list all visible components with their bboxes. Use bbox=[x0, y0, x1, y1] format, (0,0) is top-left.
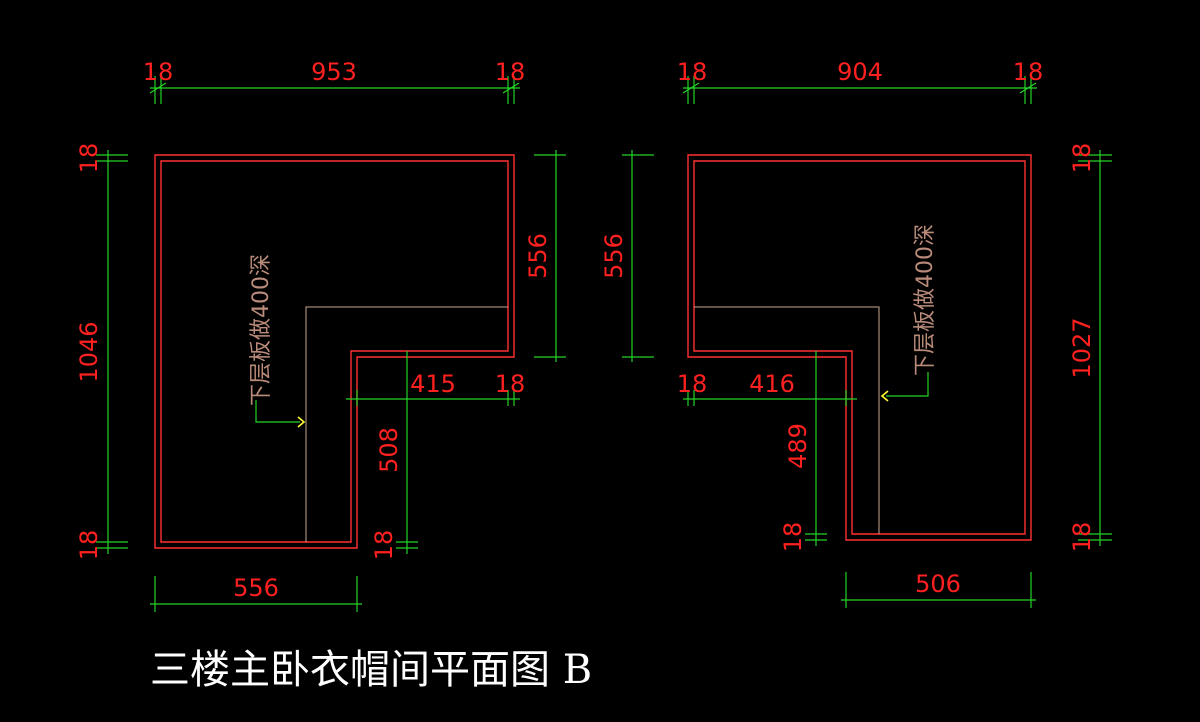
right-plan-lower-shelf bbox=[694, 306, 880, 534]
left-top-dim-2: 18 bbox=[495, 58, 526, 86]
right-bottom-dim: 506 bbox=[915, 570, 961, 598]
right-side-dim-0: 18 bbox=[1068, 143, 1096, 174]
right-side-dimension bbox=[1078, 150, 1112, 546]
right-top-dim-0: 18 bbox=[677, 58, 708, 86]
left-inner-dimension bbox=[346, 390, 520, 406]
right-left-dimension bbox=[622, 150, 654, 362]
left-top-dimension bbox=[149, 76, 520, 104]
right-side-dim-1: 1027 bbox=[1068, 317, 1096, 378]
left-plan-outer-wall bbox=[154, 154, 515, 549]
left-right-dim: 556 bbox=[524, 233, 552, 279]
right-note-leader bbox=[886, 372, 929, 397]
right-note-arrow-icon bbox=[880, 390, 889, 402]
left-plan-note: 下层板做400深 bbox=[249, 254, 274, 406]
left-inner-dim-1: 18 bbox=[495, 370, 526, 398]
right-plan-outer-wall bbox=[687, 154, 1032, 541]
left-bottom-dim: 556 bbox=[233, 574, 279, 602]
right-plan: 18 904 18 556 18 1027 18 18 416 bbox=[600, 58, 1112, 608]
right-bottom-left-dim: 18 bbox=[779, 522, 807, 553]
left-plan-inner-wall bbox=[160, 160, 509, 543]
left-bottom-dimension bbox=[150, 576, 362, 612]
right-plan-note: 下层板做400深 bbox=[913, 224, 938, 376]
right-left-dim: 556 bbox=[600, 233, 628, 279]
right-bottom-dimension bbox=[841, 572, 1036, 608]
left-top-dim-1: 953 bbox=[311, 58, 357, 86]
right-vertical-dimension bbox=[805, 351, 827, 546]
right-top-dim-1: 904 bbox=[837, 58, 883, 86]
left-vertical-dim: 508 bbox=[375, 427, 403, 473]
right-top-dim-2: 18 bbox=[1013, 58, 1044, 86]
left-side-dim-0: 18 bbox=[75, 143, 103, 174]
left-plan-lower-shelf bbox=[305, 306, 508, 542]
left-side-dim-2: 18 bbox=[75, 530, 103, 561]
left-inner-dim-0: 415 bbox=[410, 370, 456, 398]
left-bottom-right-dim: 18 bbox=[370, 530, 398, 561]
right-vertical-dim: 489 bbox=[784, 423, 812, 469]
left-vertical-dimension bbox=[396, 351, 418, 554]
left-note-arrow-icon bbox=[297, 416, 306, 428]
right-plan-inner-wall bbox=[693, 160, 1026, 535]
left-top-dim-0: 18 bbox=[143, 58, 174, 86]
right-top-dimension bbox=[682, 76, 1037, 104]
left-plan: 18 953 18 18 1046 18 556 415 18 bbox=[75, 58, 566, 612]
left-side-dimension bbox=[96, 150, 128, 554]
right-side-dim-2: 18 bbox=[1068, 522, 1096, 553]
left-side-dim-1: 1046 bbox=[75, 321, 103, 382]
left-right-dimension bbox=[534, 150, 566, 362]
left-note-leader bbox=[255, 400, 300, 423]
right-inner-dimension bbox=[683, 390, 857, 406]
right-inner-dim-0: 18 bbox=[677, 370, 708, 398]
drawing-title: 三楼主卧衣帽间平面图 B bbox=[150, 647, 592, 693]
right-inner-dim-1: 416 bbox=[749, 370, 795, 398]
